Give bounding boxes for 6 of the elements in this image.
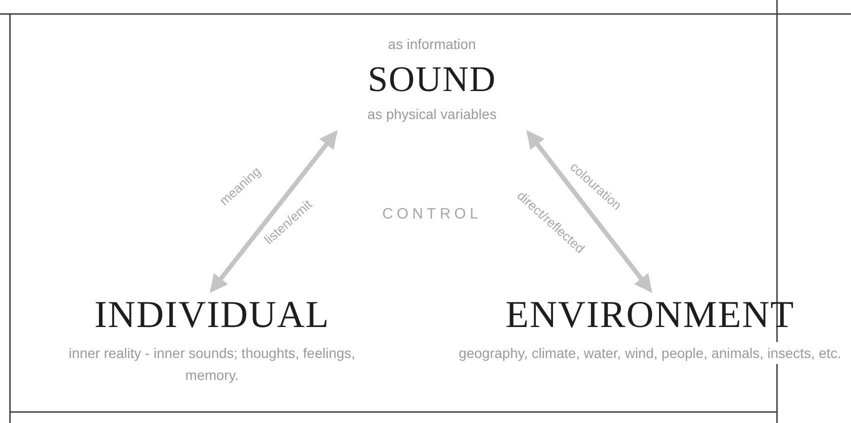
heading-text: SOUND [368, 61, 496, 97]
heading-text: INDIVIDUAL [94, 296, 330, 334]
center-label: CONTROL [382, 206, 482, 222]
description-text: geography, climate, water, wind, people, animals, insects, etc. [458, 342, 842, 364]
double-arrow [526, 130, 652, 293]
double-arrow [210, 130, 338, 293]
